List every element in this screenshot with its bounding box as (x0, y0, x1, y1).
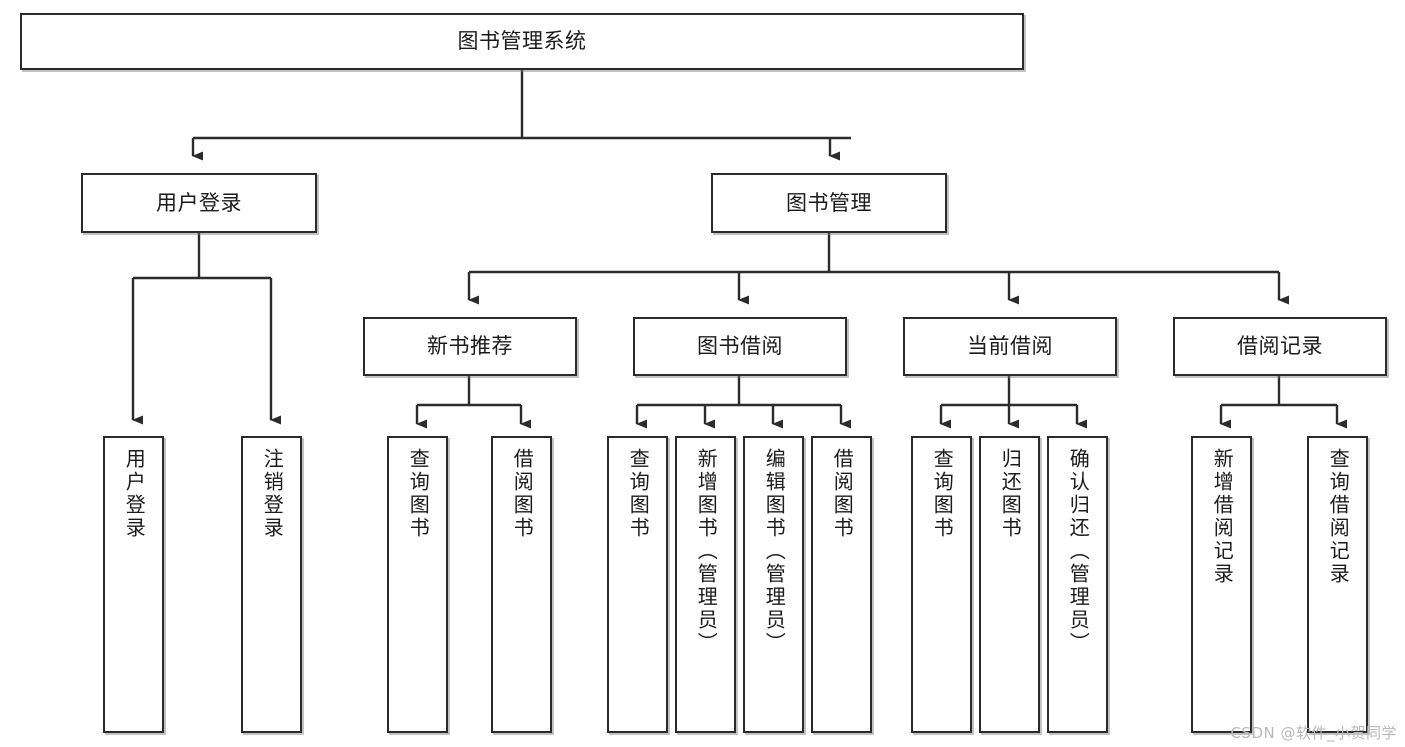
node-leaf-query-book-2-label: 查询图书 (626, 448, 651, 540)
node-leaf-query-record[interactable]: 查询借阅记录 (1307, 436, 1368, 733)
node-leaf-add-record[interactable]: 新增借阅记录 (1191, 436, 1252, 733)
node-leaf-add-record-label: 新增借阅记录 (1210, 448, 1235, 586)
node-leaf-user-logout[interactable]: 注销登录 (241, 436, 302, 733)
node-leaf-query-book-2[interactable]: 查询图书 (607, 436, 668, 733)
node-leaf-borrow-book-1[interactable]: 借阅图书 (491, 436, 552, 733)
node-leaf-user-login[interactable]: 用户登录 (103, 436, 164, 733)
node-leaf-confirm-return[interactable]: 确认归还（管理员） (1047, 436, 1108, 733)
node-leaf-edit-book[interactable]: 编辑图书（管理员） (743, 436, 804, 733)
node-new-book-recommend-label: 新书推荐 (427, 334, 513, 359)
node-current-borrow-label: 当前借阅 (967, 334, 1053, 359)
csdn-watermark: CSDN @软件_小贺同学 (1230, 724, 1397, 742)
node-user-login-label: 用户登录 (156, 190, 242, 215)
node-leaf-query-book-1[interactable]: 查询图书 (387, 436, 448, 733)
node-root[interactable]: 图书管理系统 (20, 13, 1024, 70)
node-leaf-add-book[interactable]: 新增图书（管理员） (675, 436, 736, 733)
node-leaf-add-book-label: 新增图书（管理员） (694, 448, 719, 655)
node-leaf-query-book-3-label: 查询图书 (930, 448, 955, 540)
node-leaf-borrow-book-2-label: 借阅图书 (830, 448, 855, 540)
node-leaf-user-login-label: 用户登录 (122, 448, 147, 540)
node-leaf-user-logout-label: 注销登录 (260, 448, 285, 540)
node-book-borrow[interactable]: 图书借阅 (633, 317, 847, 376)
node-book-manage-label: 图书管理 (786, 190, 872, 215)
node-new-book-recommend[interactable]: 新书推荐 (363, 317, 577, 376)
node-leaf-return-book-label: 归还图书 (998, 448, 1023, 540)
node-leaf-return-book[interactable]: 归还图书 (979, 436, 1040, 733)
node-user-login[interactable]: 用户登录 (81, 173, 317, 233)
node-leaf-borrow-book-1-label: 借阅图书 (510, 448, 535, 540)
node-borrow-record-label: 借阅记录 (1237, 334, 1323, 359)
node-book-manage[interactable]: 图书管理 (711, 173, 947, 233)
node-leaf-borrow-book-2[interactable]: 借阅图书 (811, 436, 872, 733)
node-leaf-query-book-1-label: 查询图书 (406, 448, 431, 540)
node-leaf-query-book-3[interactable]: 查询图书 (911, 436, 972, 733)
node-leaf-confirm-return-label: 确认归还（管理员） (1066, 448, 1091, 655)
node-root-label: 图书管理系统 (457, 29, 587, 54)
node-borrow-record[interactable]: 借阅记录 (1173, 317, 1387, 376)
node-current-borrow[interactable]: 当前借阅 (903, 317, 1117, 376)
node-book-borrow-label: 图书借阅 (697, 334, 783, 359)
node-leaf-query-record-label: 查询借阅记录 (1326, 448, 1351, 586)
node-leaf-edit-book-label: 编辑图书（管理员） (762, 448, 787, 655)
